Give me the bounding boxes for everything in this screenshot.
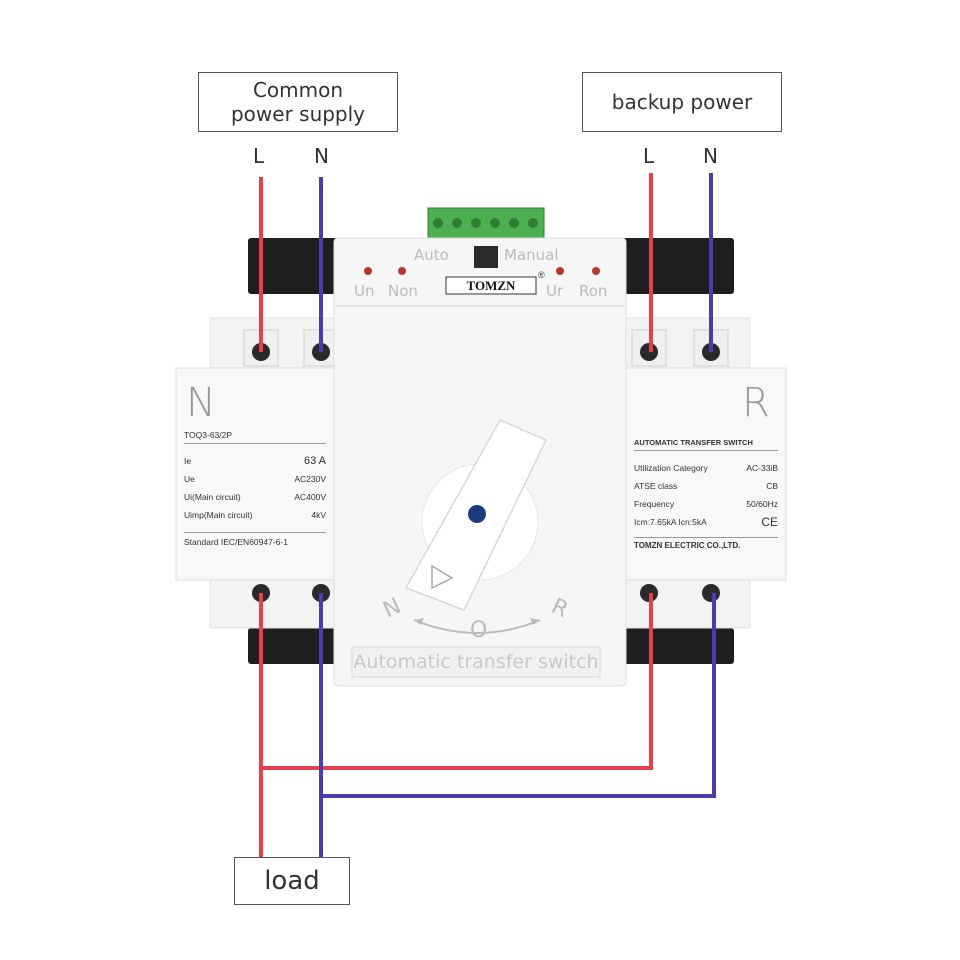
mode-manual-label: Manual <box>504 246 559 264</box>
green-terminal-block <box>427 207 545 239</box>
mode-slider[interactable] <box>474 246 498 268</box>
brand-logo: TOMZN <box>466 278 516 293</box>
handle-arrow-icon <box>431 564 454 590</box>
left-spec-panel <box>175 367 337 581</box>
indicator-ron-label: Ron <box>579 282 608 300</box>
brand-plate <box>445 276 537 295</box>
backup-power-label: backup power <box>611 90 753 114</box>
mode-auto-label: Auto <box>414 246 449 264</box>
left-spec-row: Ui(Main circuit)AC400V <box>184 492 326 502</box>
load-wires <box>259 593 716 858</box>
indicator-un-label: Un <box>354 282 375 300</box>
dial-center-screw <box>468 505 486 523</box>
common-power-label: Common power supply <box>230 78 366 126</box>
indicator-ur-label: Ur <box>546 282 564 300</box>
backup-N-label: N <box>703 144 718 168</box>
backup-supply-wires <box>649 173 713 352</box>
common-L-label: L <box>253 144 265 168</box>
backup-power-box: backup power <box>582 72 782 132</box>
dial-letter-o: O <box>470 618 488 643</box>
dial-arc <box>413 619 541 634</box>
load-label: load <box>264 866 320 896</box>
right-spec-text: AUTOMATIC TRANSFER SWITCH Utilization Ca… <box>634 438 778 550</box>
backup-L-label: L <box>643 144 655 168</box>
left-model: TOQ3-63/2P <box>184 430 326 444</box>
left-spec-row: Uimp(Main circuit)4kV <box>184 510 326 520</box>
side-letter-n: N <box>186 380 216 426</box>
bottom-name-plate <box>351 646 601 678</box>
left-standard: Standard IEC/EN60947-6-1 <box>184 532 326 547</box>
common-N-label: N <box>314 144 329 168</box>
common-power-box: Common power supply <box>198 72 398 132</box>
right-company: TOMZN ELECTRIC CO.,LTD. <box>634 537 778 550</box>
registered-mark: ® <box>538 270 545 280</box>
load-box: load <box>234 857 350 905</box>
right-title: AUTOMATIC TRANSFER SWITCH <box>634 438 778 451</box>
common-supply-wires <box>259 177 323 352</box>
bottom-name-text: Automatic transfer switch <box>353 651 599 673</box>
indicator-non-label: Non <box>388 282 418 300</box>
indicator-leds <box>364 267 600 275</box>
right-spec-panel <box>625 367 787 581</box>
side-letter-r: R <box>742 380 770 426</box>
